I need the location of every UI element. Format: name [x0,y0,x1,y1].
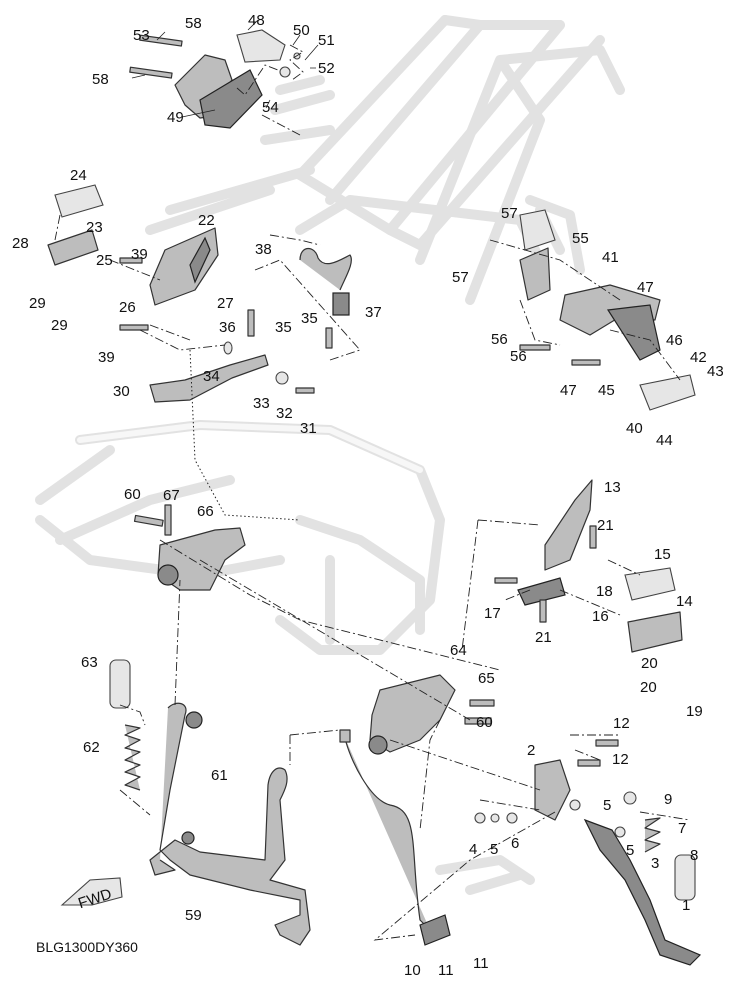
callout-60b: 60 [476,714,493,731]
callout-23: 23 [86,219,103,236]
callout-28: 28 [12,235,29,252]
callout-29b: 29 [51,317,68,334]
callout-25: 25 [96,252,113,269]
callout-54: 54 [262,99,279,116]
callout-37: 37 [365,304,382,321]
callout-39b: 39 [98,349,115,366]
callout-42: 42 [690,349,707,366]
callout-10: 10 [404,962,421,979]
rear-footrest-bracket-41 [519,209,696,411]
callout-13: 13 [604,479,621,496]
spring-62-sleeve-63 [109,659,141,791]
callout-34: 34 [203,368,220,385]
callout-58a: 58 [185,15,202,32]
callout-36: 36 [219,319,236,336]
callout-2: 2 [527,742,535,759]
callout-12a: 12 [613,715,630,732]
callout-39a: 39 [131,246,148,263]
callout-9: 9 [664,791,672,808]
callout-57b: 57 [452,269,469,286]
center-stand-bracket-64 [368,674,495,755]
callout-21b: 21 [535,629,552,646]
callout-26: 26 [119,299,136,316]
callout-35a: 35 [275,319,292,336]
callout-55: 55 [572,230,589,247]
callout-8: 8 [690,847,698,864]
callout-56b: 56 [510,348,527,365]
callout-5a: 5 [603,797,611,814]
callout-31: 31 [300,420,317,437]
callout-33: 33 [253,395,270,412]
callout-46: 46 [666,332,683,349]
callout-44: 44 [656,432,673,449]
brake-pedal-30 [149,341,315,403]
callout-22: 22 [198,212,215,229]
callout-24: 24 [70,167,87,184]
callout-38: 38 [255,241,272,258]
callout-7: 7 [678,820,686,837]
callout-65: 65 [478,670,495,687]
callout-3: 3 [651,855,659,872]
callout-50: 50 [293,22,310,39]
leader-lines [54,19,691,941]
callout-20a: 20 [641,655,658,672]
callout-63: 63 [81,654,98,671]
callout-67: 67 [163,487,180,504]
callout-56a: 56 [491,331,508,348]
center-stand-bracket-66 [133,504,246,591]
callout-43: 43 [707,363,724,380]
rider-footrest-right-13-15 [494,479,683,653]
callout-32: 32 [276,405,293,422]
callout-15: 15 [654,546,671,563]
callout-53: 53 [133,27,150,44]
callout-62: 62 [83,739,100,756]
main-frame-ghost [35,15,625,895]
callout-30: 30 [113,383,130,400]
callout-41: 41 [602,249,619,266]
callout-48: 48 [248,12,265,29]
callout-45: 45 [598,382,615,399]
callout-6: 6 [511,835,519,852]
fwd-arrow-icon: FWD [60,877,123,912]
callout-1: 1 [682,897,690,914]
callout-47a: 47 [637,279,654,296]
callout-49: 49 [167,109,184,126]
callout-58b: 58 [92,71,109,88]
callout-59: 59 [185,907,202,924]
callout-14: 14 [676,593,693,610]
rider-footrest-left-22-24 [47,184,352,349]
callout-17: 17 [484,605,501,622]
callout-60a: 60 [124,486,141,503]
center-stand-59 [149,702,311,946]
callout-66: 66 [197,503,214,520]
callout-29a: 29 [29,295,46,312]
callout-52: 52 [318,60,335,77]
callout-11a: 11 [438,962,454,979]
callout-20b: 20 [640,679,657,696]
callout-5c: 5 [626,842,634,859]
callout-4: 4 [469,841,477,858]
callout-21a: 21 [597,517,614,534]
callout-57a: 57 [501,205,518,222]
sidestand-switch-10 [339,729,451,946]
callout-40: 40 [626,420,643,437]
callout-18: 18 [596,583,613,600]
callout-47b: 47 [560,382,577,399]
sidestand-1-2 [474,739,702,966]
callout-11b: 11 [473,955,489,972]
diagram-code: BLG1300DY360 [36,939,138,955]
callout-16: 16 [592,608,609,625]
callout-64: 64 [450,642,467,659]
callout-27: 27 [217,295,234,312]
callout-61: 61 [211,767,228,784]
callout-51: 51 [318,32,335,49]
callout-19: 19 [686,703,703,720]
callout-5b: 5 [490,841,498,858]
callout-35b: 35 [301,310,318,327]
callout-12b: 12 [612,751,629,768]
